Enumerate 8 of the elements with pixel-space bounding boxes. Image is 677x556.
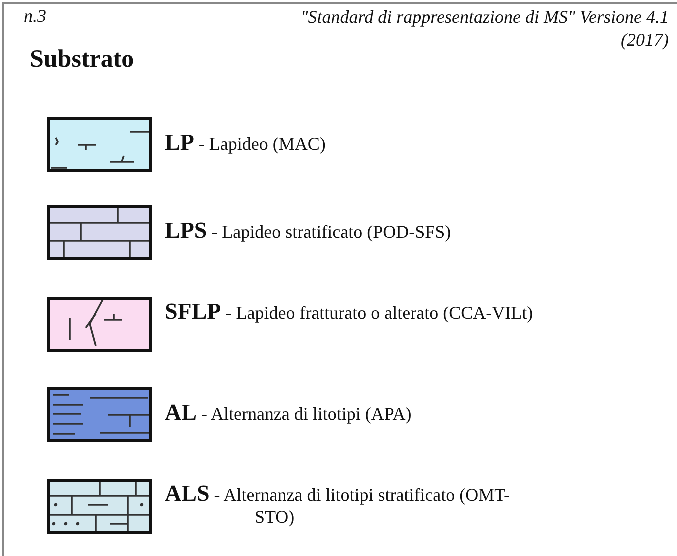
page-number: n.3 bbox=[24, 6, 48, 27]
legend-label: LPS - Lapideo stratificato (POD-SFS) bbox=[165, 220, 452, 243]
legend-label: ALS - Alternanza di litotipi stratificato (OMT-STO) bbox=[165, 483, 512, 528]
legend-label: AL - Alternanza di litotipi (APA) bbox=[165, 402, 413, 425]
legend-label: SFLP - Lapideo fratturato o alterato (CCA-VILt) bbox=[165, 301, 534, 324]
standard-note: "Standard di rappresentazione di MS" Versione 4.1 (2017) bbox=[300, 6, 669, 52]
legend-title: Substrato bbox=[30, 46, 134, 74]
legend-label: LP - Lapideo (MAC) bbox=[165, 132, 327, 155]
